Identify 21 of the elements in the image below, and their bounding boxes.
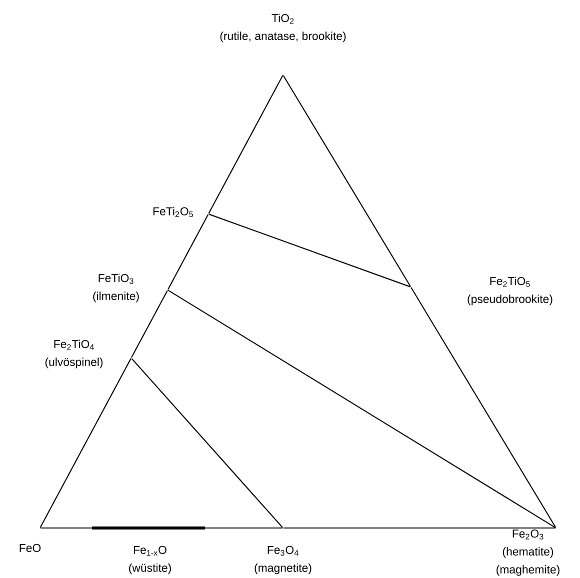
- compound-label: Fe$_{2}$TiO$_{4}$ (ulvöspinel): [45, 340, 103, 368]
- tie-line: [40, 358, 132, 528]
- tie-line: [131, 358, 283, 528]
- tie-line: [168, 290, 556, 528]
- tie-line: [131, 290, 168, 358]
- compound-label: FeTiO$_{3}$ (ilmenite): [93, 274, 139, 302]
- tie-line: [208, 214, 410, 288]
- tie-line: [148, 527, 282, 529]
- compound-label: Fe$_{3}$O$_{4}$ (magnetite): [254, 546, 312, 574]
- tie-line: [40, 527, 148, 529]
- compound-label: FeTi$_{2}$O$_{5}$: [153, 206, 193, 218]
- tie-line: [282, 75, 411, 287]
- tie-line: [167, 214, 209, 290]
- compound-label: TiO$_{2}$ (rutile, anatase, brookite): [220, 14, 346, 42]
- compound-label: Fe$_{2}$TiO$_{5}$ (pseudobrookite): [468, 276, 552, 306]
- tie-line: [410, 287, 556, 528]
- compound-label: Fe$_{2}$O$_{3}$ (hematite) (maghemite): [496, 530, 560, 576]
- tie-line: [208, 75, 284, 214]
- tie-line: [284, 527, 556, 529]
- compound-label: Fe$_{1-x}$O (wüstite): [129, 546, 171, 574]
- compound-label: FeO: [20, 544, 41, 552]
